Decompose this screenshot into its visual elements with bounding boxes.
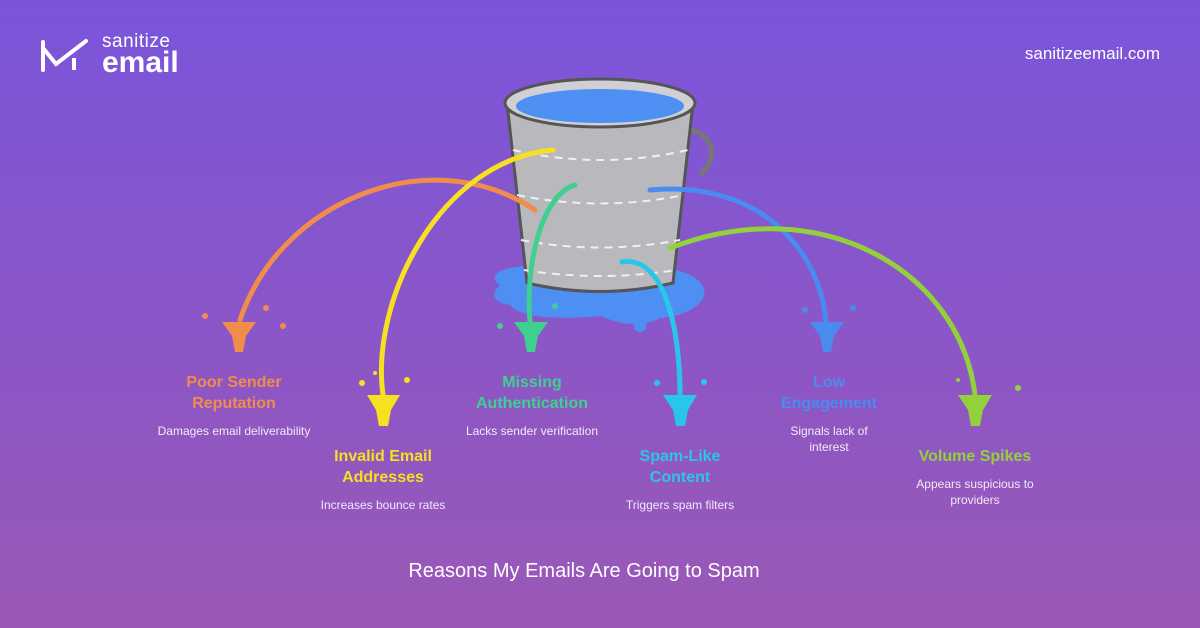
reason-desc: Signals lack of interest — [790, 424, 868, 454]
stream-blue — [647, 186, 829, 325]
logo-text-bottom: email — [102, 46, 179, 79]
reason-title: Volume Spikes — [918, 448, 1032, 465]
infographic-caption: Reasons My Emails Are Going to Spam — [408, 560, 760, 582]
reason-desc: Lacks sender verification — [465, 424, 599, 438]
website-link[interactable]: sanitizeemail.com — [1024, 44, 1160, 63]
bucket-body — [505, 101, 695, 293]
reason-title: Poor Sender Reputation — [186, 374, 282, 412]
reason-desc: Increases bounce rates — [320, 498, 446, 512]
stream-green — [526, 182, 578, 325]
stream-lime — [667, 226, 978, 398]
reason-title: Low Engagement — [780, 374, 877, 412]
reason-desc: Triggers spam filters — [625, 498, 735, 512]
logo-mark-icon — [41, 39, 88, 72]
bucket-handle — [689, 127, 714, 177]
bucket-water — [516, 89, 684, 123]
reason-title: Invalid Email Addresses — [334, 448, 432, 486]
reason-title: Missing Authentication — [476, 374, 588, 412]
reason-desc: Damages email deliverability — [157, 424, 311, 438]
stream-cyan — [619, 259, 683, 398]
logo-text-top: sanitize — [102, 31, 171, 52]
reason-title: Spam-Like Content — [639, 448, 721, 486]
stream-yellow — [379, 147, 556, 398]
reason-desc: Appears suspicious to providers — [916, 477, 1034, 507]
splashes — [202, 303, 1021, 426]
stream-orange — [237, 177, 538, 323]
